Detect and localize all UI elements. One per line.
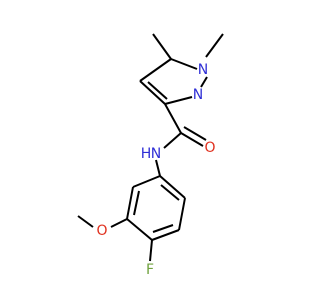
bond-ar3-ar4 bbox=[151, 229, 180, 241]
bond-c5-c4 bbox=[139, 58, 172, 82]
bond-n1-c5 bbox=[170, 58, 198, 70]
bond-o-methyl bbox=[77, 215, 94, 228]
bond-carbonyl-o-outer bbox=[180, 132, 204, 147]
bond-c4-c3-inner bbox=[147, 81, 168, 100]
bond-ar6-ar1 bbox=[132, 175, 161, 188]
bond-c3-n2 bbox=[164, 96, 193, 105]
atom-label-nh: N bbox=[151, 146, 161, 162]
atom-label-n2: N bbox=[193, 87, 203, 103]
bond-c5-methyl bbox=[152, 33, 172, 60]
background bbox=[0, 0, 300, 300]
atom-label-f: F bbox=[146, 262, 154, 278]
bond-ar1-ar2 bbox=[159, 175, 186, 199]
bond-nh-ring bbox=[155, 159, 161, 177]
bond-ar4-f bbox=[149, 239, 153, 262]
bond-ar3-ar4-inner bbox=[152, 224, 174, 233]
bond-ar5-ar6 bbox=[126, 186, 134, 220]
bond-n1-methyl bbox=[205, 33, 224, 58]
atom-label-o-methoxy: O bbox=[96, 223, 107, 239]
bond-ar5-o bbox=[110, 218, 128, 228]
bond-ar1-ar2-inner bbox=[160, 184, 180, 201]
bond-n2-n1 bbox=[200, 76, 208, 88]
bond-ar4-ar5 bbox=[126, 218, 153, 241]
bond-carbonyl-o-inner bbox=[183, 126, 207, 141]
molecule-structure: N N N H O O F bbox=[0, 0, 300, 300]
atom-label-h: H bbox=[141, 146, 152, 162]
bond-c3-carbonyl bbox=[164, 103, 182, 134]
bond-carbonyl-nh bbox=[163, 132, 182, 149]
atom-label-n1: N bbox=[198, 62, 208, 78]
atom-label-o-carbonyl: O bbox=[204, 140, 215, 156]
bond-c4-c3 bbox=[139, 80, 166, 105]
bond-ar2-ar3 bbox=[178, 197, 186, 231]
bond-ar5-ar6-inner bbox=[133, 190, 140, 216]
